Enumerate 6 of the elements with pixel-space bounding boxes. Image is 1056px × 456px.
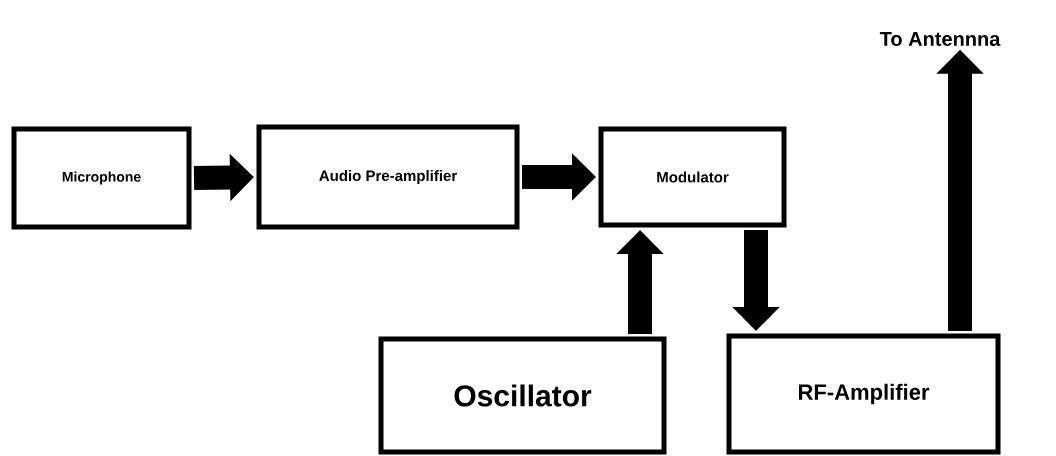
block-box: Oscillator [378,336,667,455]
block-box: Microphone [11,126,192,230]
label-text: To Antennna [879,32,1001,46]
block-box: RF-Amplifier [726,333,1001,455]
block-box: Audio Pre-amplifier [256,124,520,230]
block-box: Modulator [598,126,787,228]
